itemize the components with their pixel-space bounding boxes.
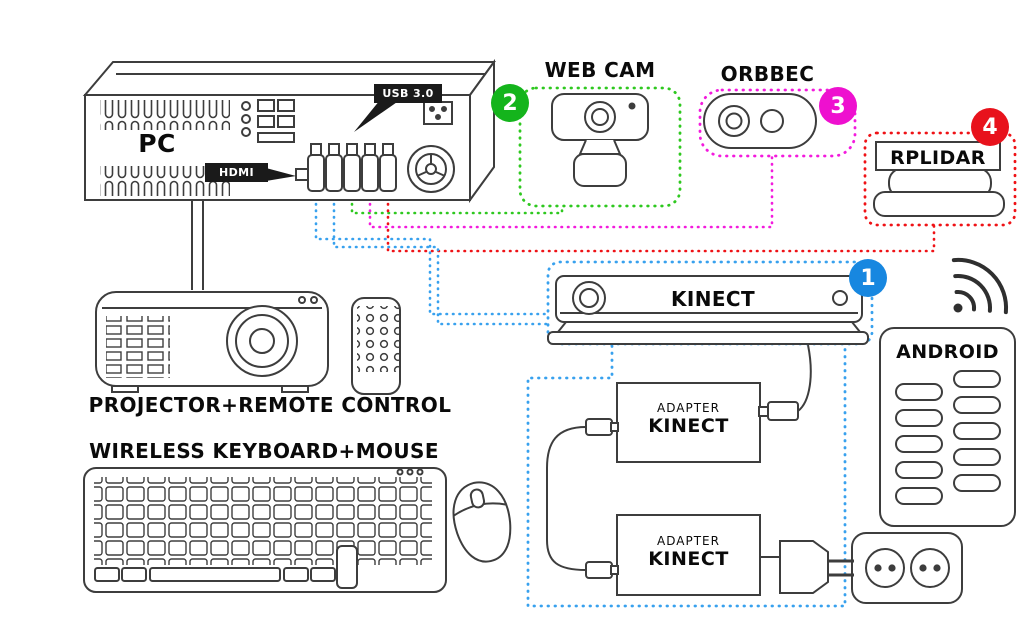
power-plug	[779, 540, 854, 594]
power-outlet	[851, 532, 963, 604]
projector-remote-label: PROJECTOR+REMOTE CONTROL	[88, 393, 452, 417]
rplidar-group-border	[863, 131, 1017, 227]
cables	[191, 201, 812, 571]
kinect-adapter1-box	[616, 382, 761, 463]
mouse-scroll-wheel	[469, 488, 486, 509]
kinect-adapters-group-border	[526, 344, 847, 608]
orbbec-usb-line	[368, 154, 774, 229]
webcam-group-badge: 2	[491, 84, 529, 122]
projector-device	[95, 291, 329, 393]
webcam-device	[551, 93, 649, 187]
hdmi-tag-pointer	[266, 168, 296, 181]
wifi-icon	[951, 257, 1009, 315]
orbbec-label: ORBBEC	[720, 62, 815, 86]
mouse-device	[452, 481, 512, 563]
pc-fan	[407, 145, 455, 193]
orbbec-group-border	[698, 88, 857, 158]
rplidar-device	[873, 141, 1005, 217]
pc-vents-top	[100, 100, 230, 130]
kinect-label: KINECT	[670, 287, 756, 311]
adapter1-line2: KINECT	[648, 415, 729, 437]
webcam-label: WEB CAM	[544, 58, 656, 82]
pc-label: PC	[138, 129, 176, 158]
adapter2-line2: KINECT	[648, 548, 729, 570]
android-device	[879, 327, 1016, 527]
usb-connection-lines	[314, 154, 936, 326]
remote-control-device	[351, 297, 401, 395]
adapter1-label: ADAPTER KINECT	[617, 401, 760, 437]
rplidar-label-box	[875, 141, 1001, 171]
kinect-ir-lens	[832, 290, 848, 306]
webcam-usb-line	[350, 189, 564, 215]
android-label: ANDROID	[896, 341, 999, 363]
kinect-adapter2-box	[616, 514, 761, 596]
usb3-tag: USB 3.0	[374, 84, 442, 103]
keyboard-keys	[94, 477, 432, 565]
remote-buttons	[357, 306, 399, 372]
projector-vents	[106, 316, 170, 378]
adapter1-to-adapter2-cable	[546, 426, 587, 571]
rplidar-label: RPLIDAR	[890, 147, 986, 169]
rplidar-group-badge: 4	[971, 108, 1009, 146]
keyboard-mouse-label: WIRELESS KEYBOARD+MOUSE	[89, 439, 439, 463]
orbbec-group-badge: 3	[819, 87, 857, 125]
kinect-usb-line-2	[332, 189, 550, 326]
usb-dongles	[307, 143, 397, 192]
kinect-device	[547, 275, 869, 345]
usb-receiver	[336, 545, 358, 589]
spacebar-key	[149, 567, 281, 582]
adapter2-label: ADAPTER KINECT	[617, 534, 760, 570]
adapter2-line1: ADAPTER	[657, 534, 720, 548]
kinect-group-badge: 1	[849, 259, 887, 297]
orbbec-lens-right	[760, 109, 784, 133]
adapter1-line1: ADAPTER	[657, 401, 720, 415]
orbbec-device	[703, 93, 817, 149]
usb-cable-plugs	[585, 401, 799, 579]
kinect-to-adapter1-cable	[797, 344, 812, 412]
pc-power-inlet	[423, 101, 453, 125]
keyboard-device	[83, 467, 447, 593]
kinect-usb-line-1	[314, 189, 550, 316]
webcam-group-border	[518, 86, 682, 208]
hdmi-tag: HDMI	[205, 163, 268, 182]
kinect-base	[547, 331, 869, 345]
usb3-tag-pointer	[354, 100, 400, 132]
rplidar-usb-line	[386, 189, 936, 253]
